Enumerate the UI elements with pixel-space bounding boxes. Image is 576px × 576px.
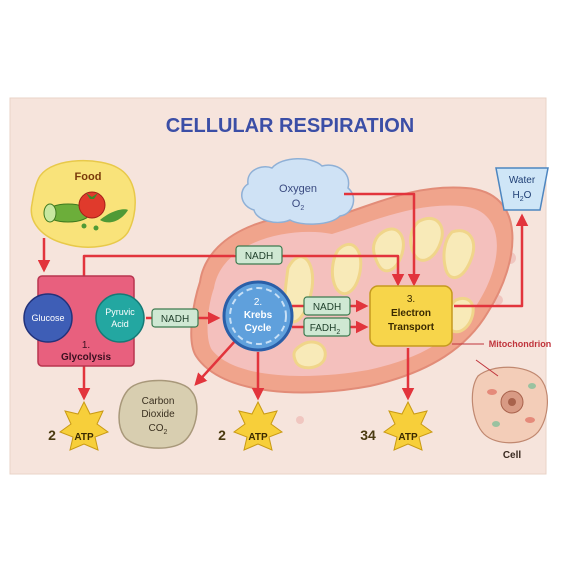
atp-star-icon bbox=[382, 400, 434, 451]
water-group: Water H2O bbox=[495, 167, 549, 211]
carbon-dioxide-line1: Carbon bbox=[142, 396, 175, 407]
tomato-icon bbox=[78, 191, 106, 219]
carbon-dioxide-group: Carbon Dioxide CO2 bbox=[118, 379, 198, 449]
krebs-label-line2: Cycle bbox=[245, 323, 272, 334]
arrow-oxygen-to-electron bbox=[344, 192, 421, 287]
atp-star-icon bbox=[58, 400, 110, 451]
pea-icon bbox=[81, 223, 87, 229]
page-title: CELLULAR RESPIRATION bbox=[166, 115, 415, 137]
cell-label: Cell bbox=[503, 450, 522, 461]
mitochondrion-label: Mitochondrion bbox=[489, 339, 552, 349]
krebs-cycle-ring bbox=[229, 287, 287, 345]
krebs-step-number: 2. bbox=[254, 297, 262, 308]
electron-transport-box bbox=[369, 285, 453, 347]
nadh-right-tag: NADH bbox=[303, 296, 351, 316]
glycolysis-step-name: Glycolysis bbox=[61, 352, 111, 363]
oxygen-cloud bbox=[241, 158, 355, 225]
pyruvic-acid-label-line1: Pyruvic bbox=[105, 307, 135, 317]
atp-glycolysis: 2 ATP bbox=[48, 400, 110, 451]
carbon-dioxide-blob bbox=[118, 379, 198, 449]
water-label: Water bbox=[509, 175, 536, 186]
oxygen-label: Oxygen bbox=[279, 183, 317, 195]
cell-pointer-line bbox=[475, 359, 499, 377]
oxygen-formula: O2 bbox=[292, 198, 305, 212]
water-cup bbox=[495, 167, 549, 211]
cell-organelle-icon bbox=[492, 421, 500, 427]
pea-icon bbox=[93, 225, 99, 231]
tomato-leaf-icon bbox=[86, 193, 98, 199]
electron-transport-group: 3. Electron Transport bbox=[369, 285, 453, 347]
glycolysis-group: Glucose Pyruvic Acid 1. Glycolysis bbox=[23, 275, 145, 367]
krebs-group: 2. Krebs Cycle bbox=[222, 280, 294, 352]
pyruvic-acid-label-line2: Acid bbox=[111, 319, 129, 329]
electron-step-number: 3. bbox=[407, 294, 415, 305]
atp-label: ATP bbox=[248, 432, 268, 443]
glycolysis-step-number: 1. bbox=[82, 340, 90, 351]
arrow-krebs-to-co2 bbox=[194, 339, 237, 386]
atp-count: 2 bbox=[48, 427, 56, 443]
electron-label-line1: Electron bbox=[391, 308, 431, 319]
leaf-icon bbox=[100, 209, 128, 223]
cell-organelle-icon bbox=[487, 389, 497, 395]
nadh-top-tag: NADH bbox=[235, 245, 283, 265]
carbon-dioxide-line2: Dioxide bbox=[141, 409, 175, 420]
atp-electron: 34 ATP bbox=[360, 400, 434, 451]
cell-organelle-icon bbox=[525, 417, 535, 423]
nadh-right-label: NADH bbox=[313, 302, 341, 313]
atp-krebs: 2 ATP bbox=[218, 400, 284, 451]
nadh-top-label: NADH bbox=[245, 251, 273, 262]
cell-illustration bbox=[471, 359, 548, 444]
fadh2-label: FADH2 bbox=[310, 323, 341, 336]
cell-organelle-icon bbox=[528, 383, 536, 389]
arrow-electron-to-water bbox=[454, 213, 529, 308]
carbon-dioxide-formula: CO2 bbox=[149, 423, 168, 436]
nadh-mid-tag: NADH bbox=[151, 308, 199, 328]
fadh2-tag: FADH2 bbox=[303, 317, 351, 337]
atp-star-icon bbox=[232, 400, 284, 451]
krebs-label-line1: Krebs bbox=[244, 310, 273, 321]
atp-count: 2 bbox=[218, 427, 226, 443]
nadh-mid-label: NADH bbox=[161, 314, 189, 325]
cell-nucleolus-icon bbox=[508, 398, 516, 406]
food-group: Food bbox=[30, 159, 136, 248]
oxygen-group: Oxygen O2 bbox=[241, 158, 355, 225]
cucumber-slice-icon bbox=[43, 203, 57, 223]
water-formula: H2O bbox=[513, 190, 532, 203]
atp-count: 34 bbox=[360, 427, 376, 443]
electron-label-line2: Transport bbox=[388, 322, 435, 333]
pyruvic-acid-circle bbox=[95, 293, 145, 343]
atp-label: ATP bbox=[398, 432, 418, 443]
atp-label: ATP bbox=[74, 432, 94, 443]
food-label: Food bbox=[75, 171, 102, 183]
glucose-circle bbox=[23, 293, 73, 343]
krebs-cycle-circle bbox=[222, 280, 294, 352]
glucose-label: Glucose bbox=[31, 313, 64, 323]
